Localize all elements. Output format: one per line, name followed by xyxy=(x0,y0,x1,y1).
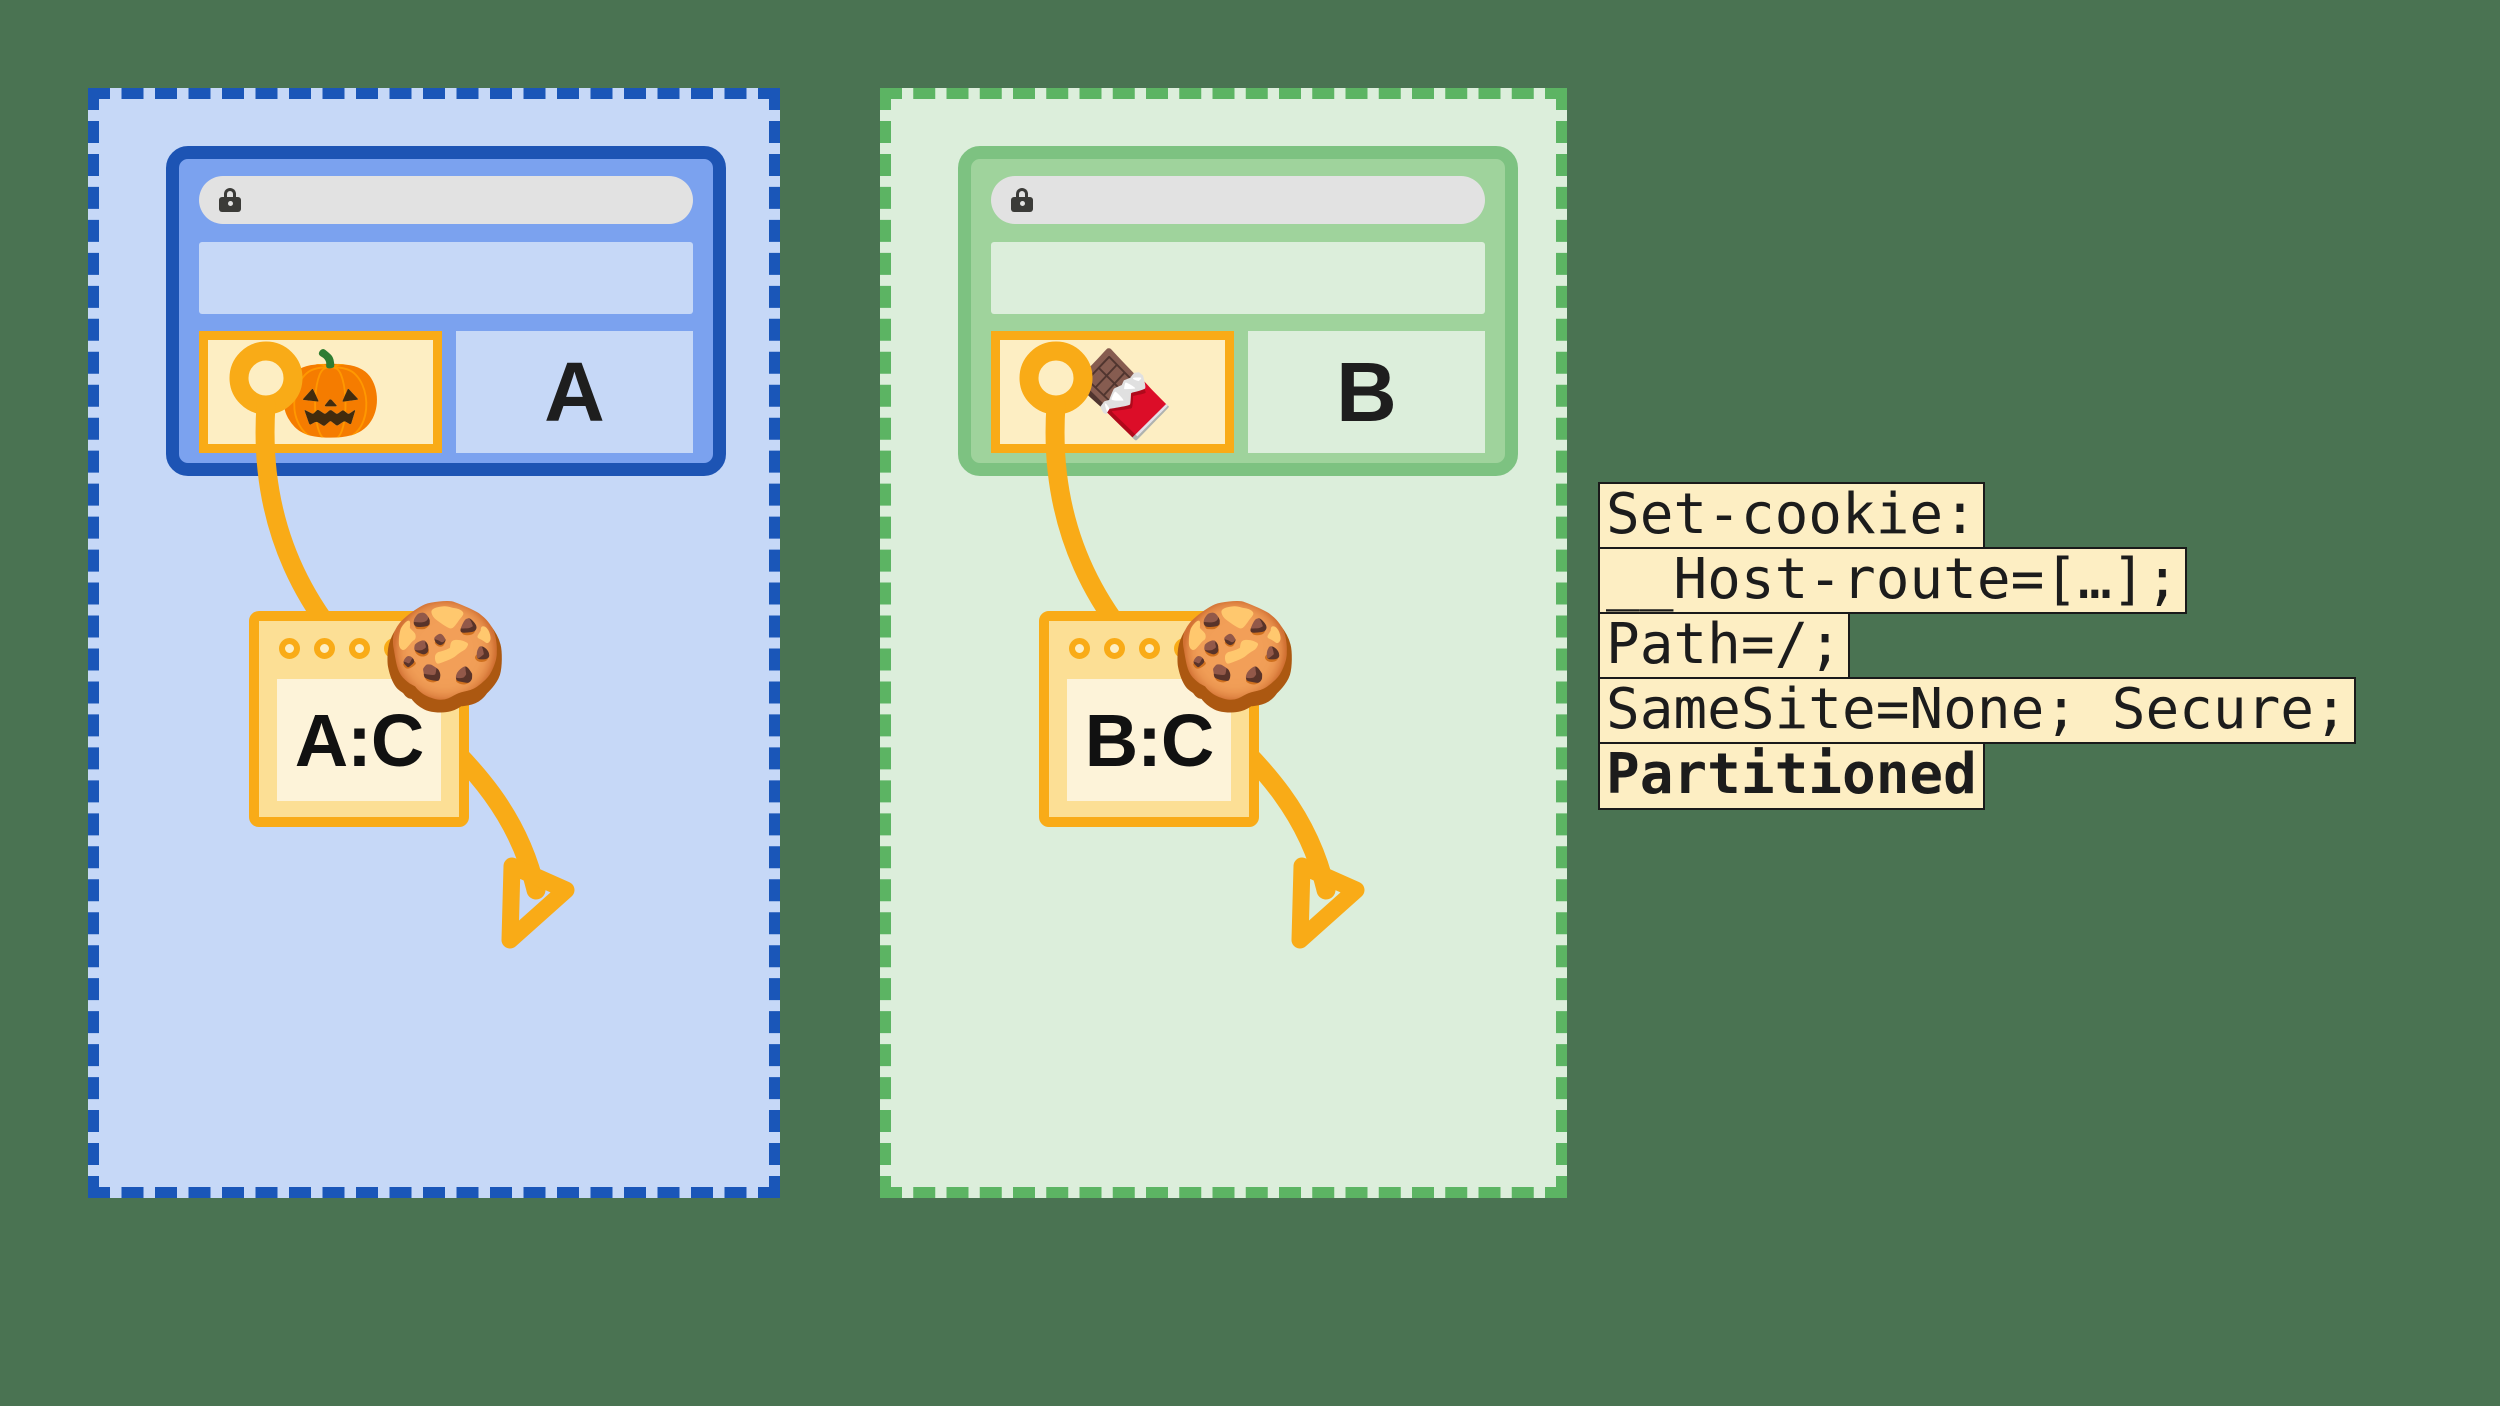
browser-window-b: 🍫 B xyxy=(958,146,1518,476)
lock-icon xyxy=(219,188,241,212)
page-banner-b xyxy=(991,242,1485,314)
store-dot xyxy=(1104,638,1125,659)
code-line-0: Set-cookie: xyxy=(1598,482,1985,550)
jack-o-lantern-icon: 🎃 xyxy=(278,347,383,441)
set-cookie-code-block: Set-cookie: __Host-route=[…]; Path=/; Sa… xyxy=(1598,482,2356,810)
page-content-b: 🍫 B xyxy=(991,331,1485,453)
store-dot xyxy=(349,638,370,659)
url-bar-a[interactable] xyxy=(199,176,693,224)
store-dot xyxy=(1139,638,1160,659)
embedded-frame-b: 🍫 xyxy=(991,331,1234,453)
cookie-icon-a: 🍪 xyxy=(380,599,510,715)
site-letter-a: A xyxy=(456,331,693,453)
embedded-frame-a: 🎃 xyxy=(199,331,442,453)
site-letter-b: B xyxy=(1248,331,1485,453)
code-line-4: Partitioned xyxy=(1598,742,1985,810)
store-dot xyxy=(279,638,300,659)
code-line-3: SameSite=None; Secure; xyxy=(1598,677,2356,745)
lock-icon xyxy=(1011,188,1033,212)
browser-window-a: 🎃 A xyxy=(166,146,726,476)
code-line-2: Path=/; xyxy=(1598,612,1851,680)
page-banner-a xyxy=(199,242,693,314)
url-bar-b[interactable] xyxy=(991,176,1485,224)
cookie-icon-b: 🍪 xyxy=(1170,599,1300,715)
store-dot xyxy=(1069,638,1090,659)
code-line-1: __Host-route=[…]; xyxy=(1598,547,2188,615)
store-dot xyxy=(314,638,335,659)
page-content-a: 🎃 A xyxy=(199,331,693,453)
chocolate-bar-icon: 🍫 xyxy=(1070,347,1175,441)
